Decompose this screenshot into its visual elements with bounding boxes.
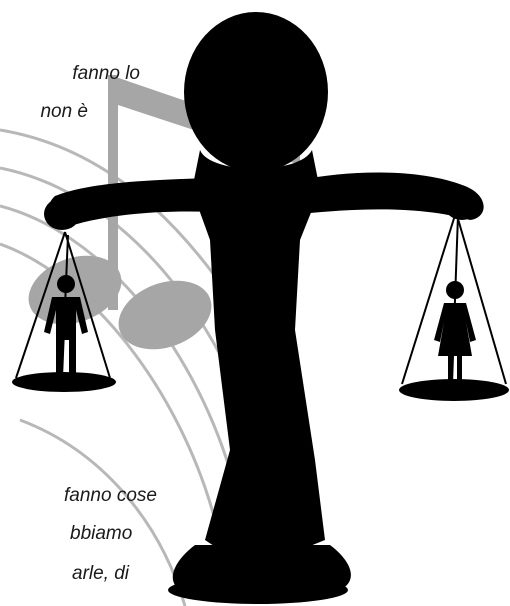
bottom-text-line-3: arle, di xyxy=(72,563,130,584)
human-silhouette-figure xyxy=(44,12,484,604)
female-figure-icon xyxy=(434,281,476,382)
top-text-line-2: non è xyxy=(40,101,88,122)
right-scale xyxy=(399,211,509,401)
left-scale xyxy=(12,231,116,392)
male-figure-icon xyxy=(44,275,88,378)
bottom-text-line-2: bbiamo xyxy=(70,523,133,544)
top-text-line-1: fanno lo xyxy=(72,63,140,84)
bottom-text-line-1: fanno cose xyxy=(64,485,157,506)
